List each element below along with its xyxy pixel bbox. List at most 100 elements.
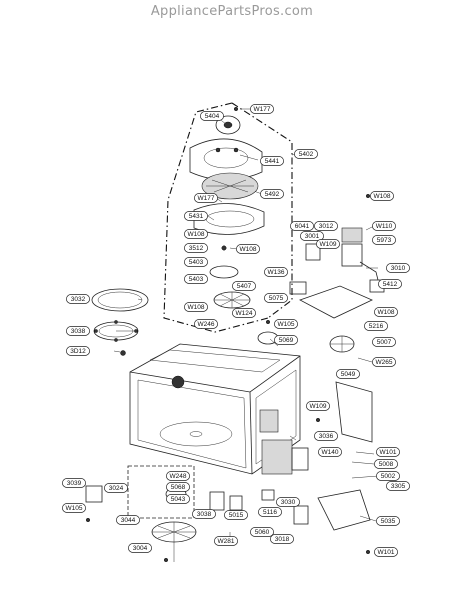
callout-3512: 3512 (184, 243, 208, 253)
callout-label: 3010 (391, 265, 406, 272)
callout-frame (166, 471, 190, 481)
callout-5403: 5403 (184, 257, 208, 267)
callout-w108: W108 (370, 191, 394, 201)
callout-3039: 3039 (62, 478, 86, 488)
callout-frame (184, 243, 208, 253)
callout-5973: 5973 (372, 235, 396, 245)
callout-label: 5216 (369, 323, 384, 330)
callout-label: W108 (240, 246, 257, 253)
callout-frame (264, 267, 288, 277)
callout-frame (236, 244, 260, 254)
callout-label: 5008 (379, 461, 394, 468)
callout-label: 5441 (265, 158, 280, 165)
callout-w105: W105 (62, 503, 86, 513)
callout-3004: 3004 (128, 543, 152, 553)
callout-3036: 3036 (314, 431, 338, 441)
callout-label: 3305 (391, 483, 406, 490)
callout-label: 3D12 (70, 348, 86, 355)
callout-label: 5403 (189, 276, 204, 283)
callout-frame (184, 211, 208, 221)
callout-frame (258, 507, 282, 517)
callout-5002: 5002 (376, 471, 400, 481)
callout-5043: 5043 (166, 494, 190, 504)
callout-label: W108 (188, 304, 205, 311)
callout-w265: W265 (372, 357, 396, 367)
callout-w101: W101 (374, 547, 398, 557)
callout-label: 5075 (269, 295, 284, 302)
callout-w109: W109 (316, 239, 340, 249)
callout-frame (194, 193, 218, 203)
callout-frame (184, 302, 208, 312)
callout-label: 3039 (67, 480, 82, 487)
roller-ring (93, 320, 139, 342)
callout-label: 3001 (305, 233, 320, 240)
callout-w124: W124 (232, 308, 256, 318)
callout-frame (376, 516, 400, 526)
callout-label: W281 (218, 538, 235, 545)
lower-components (85, 465, 243, 562)
callout-frame (166, 482, 190, 492)
callout-frame (378, 279, 402, 289)
callout-5492: 5492 (260, 189, 284, 199)
callout-frame (276, 497, 300, 507)
callout-label: 5431 (189, 213, 204, 220)
callout-w108: W108 (374, 307, 398, 317)
callout-label: 5973 (377, 237, 392, 244)
callout-3030: 3030 (276, 497, 300, 507)
coupler (120, 350, 126, 356)
callout-5068: 5068 (166, 482, 190, 492)
callout-label: 5492 (265, 191, 280, 198)
callout-label: W105 (66, 505, 83, 512)
callout-w177: W177 (250, 104, 274, 114)
callout-label: 3038 (197, 511, 212, 518)
callout-3032: 3032 (66, 294, 90, 304)
callout-frame (62, 478, 86, 488)
callout-frame (184, 257, 208, 267)
callout-label: W105 (278, 321, 295, 328)
callout-frame (372, 221, 396, 231)
callout-label: 5116 (263, 509, 277, 516)
callout-frame (374, 547, 398, 557)
callout-frame (274, 335, 298, 345)
callout-label: 5015 (229, 512, 244, 519)
callout-frame (336, 369, 360, 379)
callout-frame (386, 263, 410, 273)
callout-label: 5403 (189, 259, 204, 266)
callout-frame (306, 401, 330, 411)
callout-label: W110 (376, 223, 393, 230)
callout-w108: W108 (184, 302, 208, 312)
callout-label: 5402 (299, 151, 314, 158)
callout-label: 5404 (205, 113, 220, 120)
callout-5035: 5035 (376, 516, 400, 526)
callout-frame (250, 527, 274, 537)
callout-frame (214, 536, 238, 546)
callout-label: W108 (188, 231, 205, 238)
callout-label: 3012 (319, 223, 334, 230)
callout-frame (290, 221, 314, 231)
callout-label: 5035 (381, 518, 396, 525)
callout-frame (232, 281, 256, 291)
callout-label: W109 (310, 403, 327, 410)
callout-label: 3018 (275, 536, 290, 543)
callout-frame (316, 239, 340, 249)
callout-5007: 5007 (372, 337, 396, 347)
callout-frame (250, 104, 274, 114)
turntable-tray (91, 288, 149, 312)
callout-label: W109 (320, 241, 337, 248)
callout-label: 5407 (237, 283, 252, 290)
callout-label: W177 (198, 195, 215, 202)
callout-5116: 5116 (258, 507, 282, 517)
callout-label: 5002 (381, 473, 396, 480)
callout-label: 5060 (255, 529, 270, 536)
callout-3024: 3024 (104, 483, 128, 493)
callout-label: 3024 (109, 485, 124, 492)
callout-frame (314, 221, 338, 231)
callout-label: 3038 (71, 328, 86, 335)
callout-label: W140 (322, 449, 339, 456)
callout-w140: W140 (318, 447, 342, 457)
callout-frame (192, 509, 216, 519)
site-watermark: AppliancePartsPros.com (150, 4, 314, 19)
callout-w101: W101 (376, 447, 400, 457)
callout-label: 5412 (383, 281, 398, 288)
